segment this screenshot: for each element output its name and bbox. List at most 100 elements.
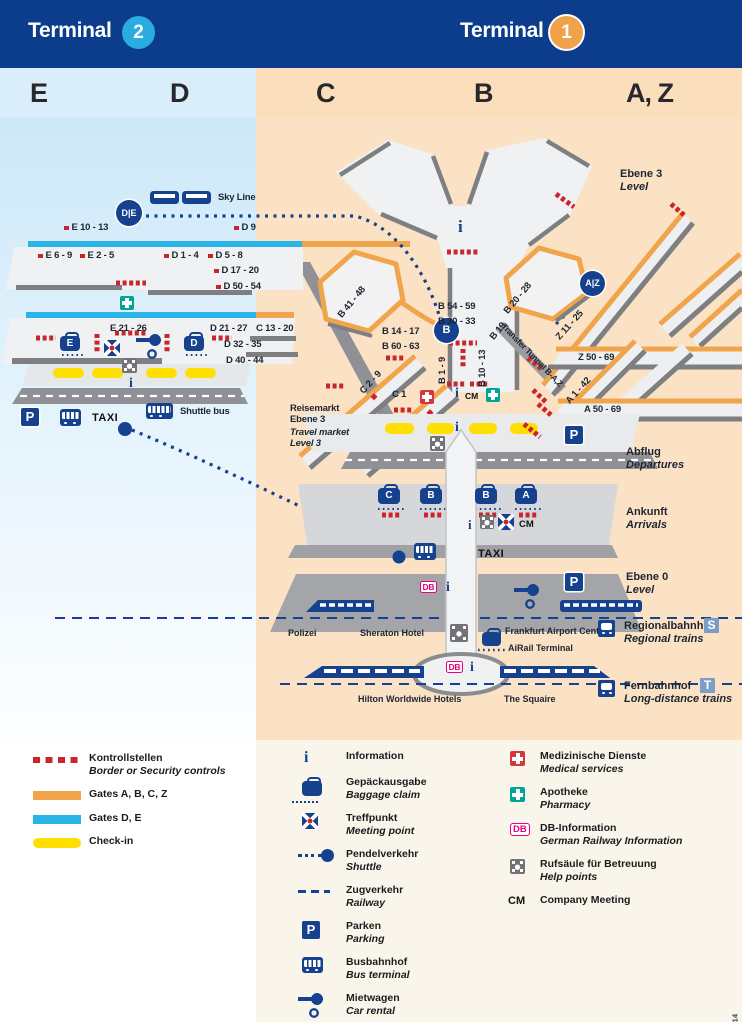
legend-label-de: Treffpunkt	[346, 812, 398, 824]
legend-icon	[292, 777, 322, 803]
taxi-label: TAXI	[92, 412, 119, 424]
legend-label-en: Meeting point	[346, 824, 415, 837]
car-rental-icon	[514, 584, 540, 610]
section-row-terminal2	[0, 68, 256, 118]
airail-terminal-label: AiRail Terminal	[508, 643, 573, 653]
legend-label-de: DB-Information	[540, 822, 617, 834]
legend-item: Gates D, E	[33, 812, 269, 825]
legend-label-en: Help points	[540, 870, 598, 883]
long-distance-train-icons	[304, 666, 610, 678]
legend-label-de: Gepäckausgabe	[346, 776, 427, 788]
legend-item: Check-in	[33, 835, 269, 848]
legend-label-en: Parking	[346, 932, 385, 945]
gate-label: B 30 - 33	[438, 316, 476, 327]
shuttle-bus-label: Shuttle bus	[180, 406, 230, 417]
hilton-label: Hilton Worldwide Hotels	[358, 694, 462, 704]
legend-icon	[298, 993, 324, 1019]
gate-label: D 5 - 8	[208, 251, 243, 261]
airport-center-label: Frankfurt Airport Center	[505, 626, 608, 636]
gate-label: B 14 - 17	[382, 326, 420, 337]
medical-services-icon	[420, 390, 434, 404]
gate-label: D 21 - 27	[210, 323, 248, 334]
legend-icon	[510, 859, 525, 874]
taxi-label: TAXI	[478, 548, 505, 560]
legend-label-en: Car rental	[346, 1004, 396, 1017]
legend-label-en: Border or Security controls	[89, 764, 226, 777]
de-shuttle-badge: D|E	[116, 200, 142, 226]
pharmacy-icon	[486, 388, 500, 402]
ebene0-label: Ebene 0	[626, 571, 669, 583]
legend-label-de: Gates D, E	[89, 811, 142, 824]
regional-train-icons	[306, 600, 642, 612]
terminal1-b41-48-satellite	[317, 249, 440, 338]
car-rental-icon	[136, 334, 162, 360]
legend-label-en: Baggage claim	[346, 788, 421, 801]
terminal1-departures-level	[303, 414, 658, 469]
baggage-claim-d-icon: D	[184, 332, 204, 351]
airail-tower	[412, 428, 510, 696]
gate-label: C 13 - 20	[256, 323, 294, 334]
information-icon: i	[470, 660, 474, 675]
section-b: B	[474, 78, 493, 108]
departures-label: Departures	[626, 459, 685, 471]
gate-label: E 21 - 26	[110, 323, 147, 334]
legend-icon	[33, 814, 81, 824]
regionalbahnhof-label: Regionalbahnhof	[624, 620, 714, 632]
parking-icon: P	[21, 408, 39, 426]
db-information-icon: DB	[420, 581, 437, 593]
gate-label: E 6 - 9	[38, 251, 73, 261]
regional-trains-label: Regional trains	[624, 633, 704, 645]
legend-label-en: Shuttle	[346, 860, 382, 873]
legend-icon: DB	[510, 823, 530, 836]
travel-market-en2: Level 3	[290, 438, 321, 449]
arrivals-label: Arrivals	[626, 519, 667, 531]
gate-label: E 10 - 13	[64, 223, 109, 233]
terminal1-pier-b-head	[336, 138, 592, 268]
legend-icon	[33, 757, 81, 763]
company-meeting-label: CM	[519, 519, 534, 530]
legend-icon	[33, 791, 81, 800]
legend-icon	[302, 813, 318, 829]
gate-label: D 9	[234, 223, 256, 233]
section-e: E	[30, 78, 48, 108]
level0-label: Level	[626, 584, 655, 596]
legend-icon: CM	[508, 895, 526, 907]
legend-label-de: Gates A, B, C, Z	[89, 788, 168, 800]
baggage-claim-b-icon: B	[475, 484, 497, 504]
legend-label-de: Information	[346, 750, 404, 762]
gate-label: B 60 - 63	[382, 341, 420, 352]
section-az: A, Z	[626, 78, 674, 108]
company-meeting-label: CM	[465, 391, 479, 401]
baggage-claim-a-icon: A	[515, 484, 537, 504]
shuttle-bus-icon	[146, 403, 173, 419]
legend-item: CM Company Meeting	[508, 894, 724, 908]
b-gates-badge: B	[434, 318, 459, 343]
sbahn-icon	[598, 620, 615, 637]
legend-label-de: Kontrollstellen	[89, 752, 163, 764]
fernbahnhof-label: Fernbahnhof	[624, 680, 692, 692]
legend-item: Gates A, B, C, Z	[33, 788, 269, 801]
legend-label-de: Check-in	[89, 835, 134, 847]
legend-label-de: Zugverkehr	[346, 884, 404, 896]
gate-label: C 1	[392, 389, 407, 400]
travel-market-en1: Travel market	[290, 427, 350, 438]
skyline-label: Sky Line	[218, 192, 256, 203]
gate-label: Z 50 - 69	[578, 352, 615, 363]
gate-label: A 50 - 69	[584, 404, 621, 415]
gate-label: D 40 - 44	[226, 355, 264, 366]
gate-label: B 10 - 13	[477, 349, 488, 387]
travel-market-de2: Ebene 3	[290, 414, 326, 425]
security-controls	[36, 191, 686, 518]
section-d: D	[170, 78, 189, 108]
legend-area-right	[256, 740, 742, 1022]
bus-terminal-icon	[60, 409, 81, 426]
squaire-label: The Squaire	[504, 694, 556, 704]
gate-label: D 32 - 35	[224, 339, 262, 350]
